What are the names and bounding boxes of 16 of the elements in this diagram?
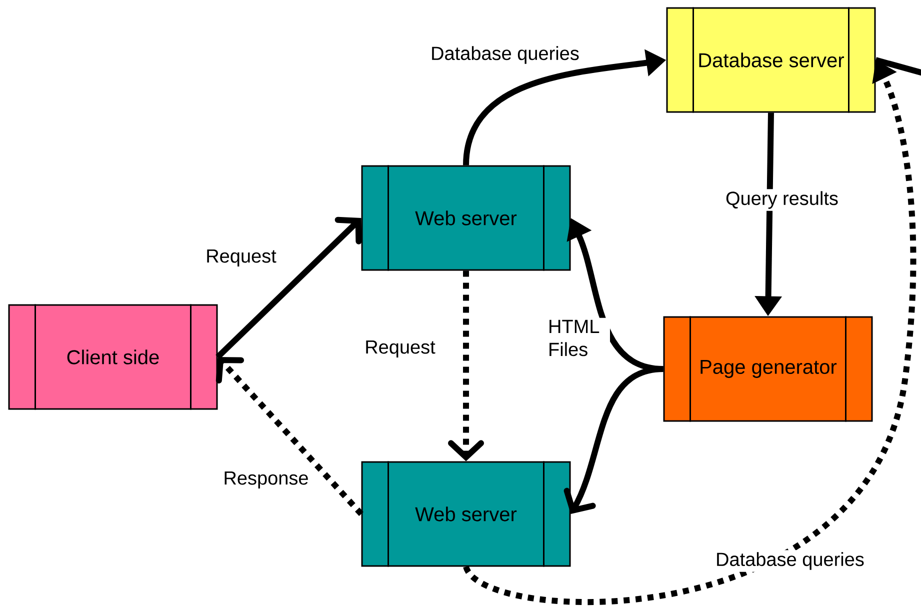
edge-label: Database queries — [714, 550, 866, 572]
edge-label: Request — [362, 338, 438, 360]
edge-label: HTML Files — [546, 318, 610, 358]
process-box: Client side — [8, 304, 218, 410]
edge-label: Query results — [724, 189, 840, 211]
process-box: Database server — [666, 7, 876, 113]
arrow — [216, 357, 364, 516]
edge-label: Response — [221, 469, 311, 490]
arrow — [564, 366, 664, 514]
edge-label: Database queries — [428, 44, 582, 66]
edge-label: Request — [204, 248, 278, 268]
process-box: Web server — [361, 461, 571, 567]
arrow — [448, 270, 484, 462]
arrow — [216, 216, 362, 360]
process-box: Page generator — [663, 316, 873, 422]
process-box: Web server — [361, 165, 571, 271]
